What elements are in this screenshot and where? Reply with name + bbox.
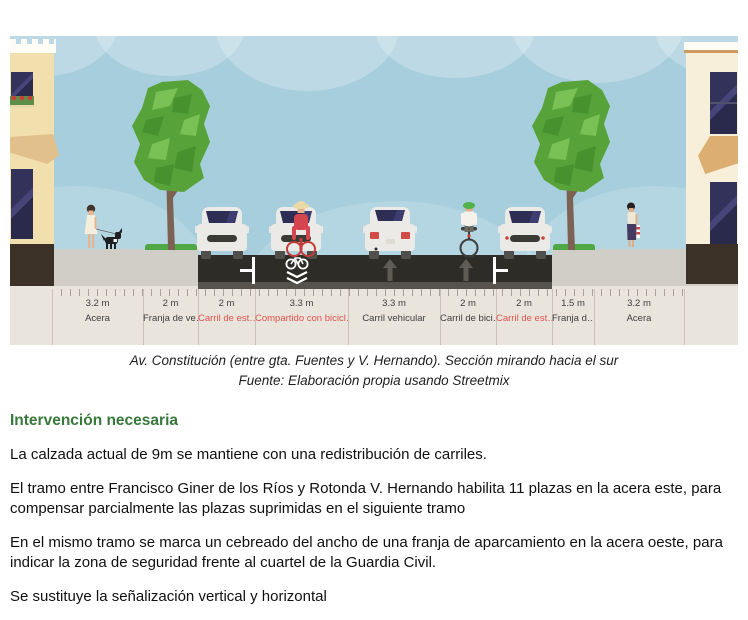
car-vehicular-lane (363, 207, 417, 259)
parking-t-marking-east (493, 257, 496, 284)
left-building-cornice (10, 44, 56, 53)
figure-caption-line2: Fuente: Elaboración propia usando Street… (238, 373, 510, 388)
sharrow-icon (285, 257, 309, 285)
segment-separator (496, 289, 497, 345)
section-heading: Intervención necesaria (10, 412, 178, 429)
window-sash (710, 102, 737, 104)
segment-label-parking-west: 2 m Carril de est… (198, 298, 255, 324)
segment-separator (198, 289, 199, 345)
cyclist-shared-lane (286, 201, 316, 257)
segment-separator (143, 289, 144, 345)
segment-separator (684, 289, 685, 345)
left-building-window (11, 169, 33, 239)
segment-separator (348, 289, 349, 345)
paragraph-2: El tramo entre Francisco Giner de los Rí… (10, 479, 722, 518)
pedestrian-east (627, 202, 640, 247)
segment-separator (552, 289, 553, 345)
roadbed (198, 282, 552, 289)
left-building-crenellation (10, 39, 56, 44)
tree-east (532, 80, 610, 250)
segment-label-franja-west: 2 m Franja de ve… (143, 298, 198, 324)
parking-t-marking-east-bar (495, 269, 508, 272)
segment-label-parking-east: 2 m Carril de est… (496, 298, 552, 324)
ruler-ticks (52, 289, 684, 296)
figure-caption-line1: Av. Constitución (entre gta. Fuentes y V… (129, 353, 619, 368)
tree-west (132, 80, 210, 250)
parked-car-east (498, 207, 552, 259)
segment-label-acera-east: 3.2 m Acera (626, 298, 652, 324)
segment-label-acera-west: 3.2 m Acera (85, 298, 110, 324)
window-flower-box (10, 96, 34, 108)
paragraph-4: Se sustituye la señalización vertical y … (10, 587, 327, 605)
segment-separator (255, 289, 256, 345)
segment-label-vehicular-lane: 3.3 m Carril vehicular (362, 298, 426, 324)
right-building-cornice (684, 42, 738, 50)
segment-separator (594, 289, 595, 345)
left-building-window (11, 72, 33, 102)
body-text: Intervención necesaria La calzada actual… (10, 412, 744, 620)
parked-car-west (195, 207, 249, 259)
segment-label-shared-lane: 3.3 m Compartido con bicicl… (255, 298, 348, 324)
segment-separator (52, 289, 53, 345)
parking-t-marking-west (252, 257, 255, 284)
figure-caption: Av. Constitución (entre gta. Fuentes y V… (0, 351, 748, 391)
right-building-window (710, 182, 737, 246)
segment-separator (440, 289, 441, 345)
pedestrian-with-dog (84, 204, 122, 249)
left-building-base (10, 244, 54, 286)
right-building-trim (684, 50, 738, 53)
street-cross-section-figure: 3.2 m Acera 2 m Franja de ve… 2 m Carril… (10, 36, 738, 345)
paragraph-1: La calzada actual de 9m se mantiene con … (10, 446, 487, 463)
right-building-base (686, 244, 738, 284)
lane-arrow-icon (459, 259, 473, 281)
cyclist-bike-lane (459, 202, 479, 258)
segment-label-bike-lane: 2 m Carril de bici… (440, 298, 496, 324)
paragraph-3: En el mismo tramo se marca un cebreado d… (10, 533, 723, 572)
segment-label-franja-east: 1.5 m Franja d… (552, 298, 594, 324)
parking-t-marking-west-bar (240, 269, 252, 272)
lane-arrow-icon (383, 259, 397, 281)
